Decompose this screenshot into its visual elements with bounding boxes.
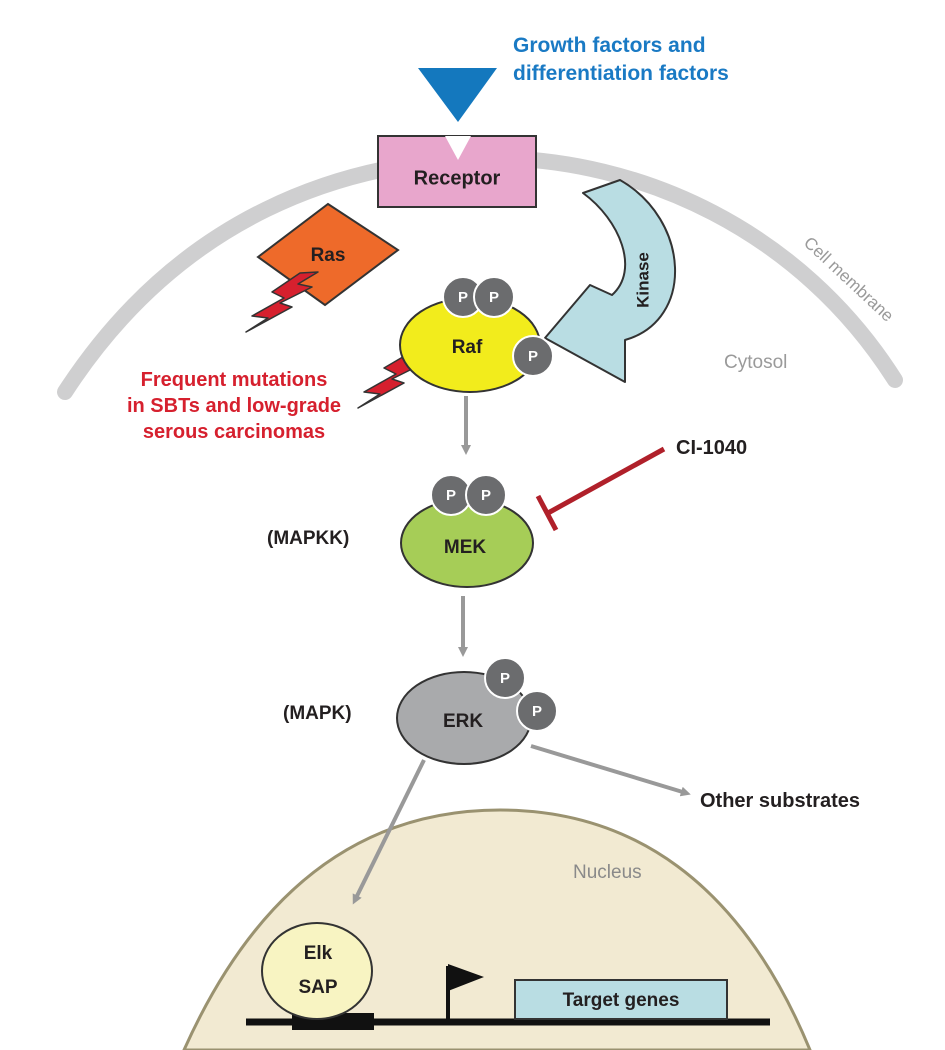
erk-phospho-1 — [484, 657, 526, 699]
inhibitor-label: CI-1040 — [676, 437, 747, 459]
mutations-line2: in SBTs and low-grade — [127, 395, 341, 417]
erk-phospho-2-label: P — [532, 703, 542, 720]
ligand-triangle — [418, 68, 497, 122]
receptor-notch — [445, 136, 471, 160]
raf-phospho-2 — [473, 276, 515, 318]
ras-label: Ras — [311, 245, 346, 266]
mapkk-label: (MAPKK) — [267, 528, 349, 549]
cytosol-label: Cytosol — [724, 352, 787, 373]
growth-factors-line2: differentiation factors — [513, 62, 729, 85]
arrow-erk-to-nucleus — [352, 759, 426, 905]
raf-label: Raf — [452, 337, 483, 358]
receptor-label: Receptor — [414, 167, 501, 189]
raf-phospho-1-label: P — [458, 289, 468, 306]
raf-phospho-3-label: P — [528, 348, 538, 365]
mapk-label: (MAPK) — [283, 703, 352, 724]
sap-label: SAP — [298, 977, 337, 998]
mutations-line1: Frequent mutations — [141, 369, 328, 391]
arrow-erk-to-other-substrates — [530, 744, 691, 797]
raf-phospho-3 — [512, 335, 554, 377]
erk-phospho-1-label: P — [500, 670, 510, 687]
inhibitor-bar — [535, 494, 559, 532]
other-substrates-label: Other substrates — [700, 790, 860, 812]
mek-phospho-2-label: P — [481, 487, 491, 504]
mek-label: MEK — [444, 537, 487, 558]
mek-phospho-2 — [465, 474, 507, 516]
erk-phospho-2 — [516, 690, 558, 732]
elk-sap-ellipse — [261, 922, 373, 1020]
target-genes-label: Target genes — [563, 990, 680, 1011]
inhibitor-line — [546, 446, 666, 516]
kinase-arrow — [544, 179, 676, 383]
ras-mutation-bolt-icon — [245, 271, 319, 333]
mutations-line3: serous carcinomas — [143, 421, 325, 443]
elk-label: Elk — [304, 943, 333, 964]
raf-phospho-2-label: P — [489, 289, 499, 306]
transcription-start-flag-icon — [448, 964, 484, 991]
nucleus-label: Nucleus — [573, 862, 642, 883]
target-genes-box — [514, 979, 728, 1020]
erk-label: ERK — [443, 711, 483, 732]
growth-factors-line1: Growth factors and — [513, 34, 706, 57]
kinase-label: Kinase — [633, 252, 652, 308]
mek-phospho-1-label: P — [446, 487, 456, 504]
